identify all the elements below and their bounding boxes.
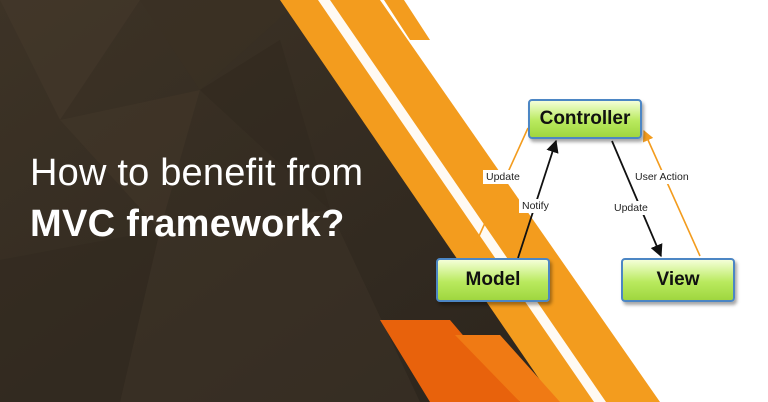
edge-view-to-controller [643, 129, 701, 257]
headline-line-2: MVC framework? [30, 203, 345, 245]
model-node: Model [436, 258, 550, 302]
edge-controller-to-model [469, 127, 529, 258]
controller-node: Controller [528, 99, 642, 139]
edge-label-update-controller-to-view: Update [611, 201, 651, 215]
edge-label-notify: Notify [519, 199, 552, 213]
orange-stripe [280, 0, 660, 402]
edge-label-update-controller-to-model: Update [483, 170, 523, 184]
deep-orange-accent [380, 320, 520, 402]
view-node: View [621, 258, 735, 302]
edge-label-user-action: User Action [632, 170, 692, 184]
edge-controller-to-view [611, 140, 663, 258]
headline-line-1: How to benefit from [30, 152, 364, 194]
